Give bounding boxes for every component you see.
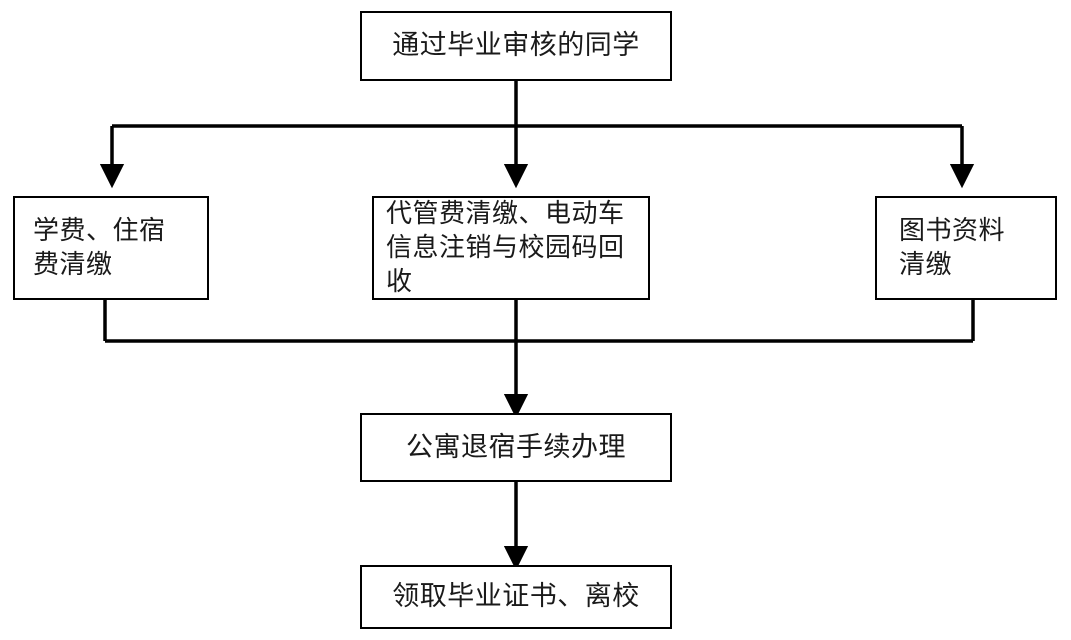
- node-library-materials-settlement[interactable]: 图书资料 清缴: [875, 196, 1057, 300]
- node-label: 代管费清缴、电动车 信息注销与校园码回 收: [386, 198, 625, 296]
- connector-split-bus: [99, 81, 975, 189]
- node-label: 通过毕业审核的同学: [392, 30, 640, 61]
- node-dormitory-checkout[interactable]: 公寓退宿手续办理: [360, 413, 672, 482]
- node-custody-fee-ebike-campus-code[interactable]: 代管费清缴、电动车 信息注销与校园码回 收: [372, 196, 650, 300]
- node-collect-diploma-and-leave[interactable]: 领取毕业证书、离校: [360, 565, 672, 629]
- node-label: 学费、住宿 费清缴: [33, 215, 166, 279]
- node-tuition-and-dorm-fee-settlement[interactable]: 学费、住宿 费清缴: [13, 196, 209, 300]
- node-label: 图书资料 清缴: [899, 215, 1006, 279]
- connector-merge-bus: [103, 300, 975, 419]
- node-label: 领取毕业证书、离校: [392, 581, 640, 612]
- node-label: 公寓退宿手续办理: [406, 431, 626, 462]
- node-graduation-review-passed[interactable]: 通过毕业审核的同学: [360, 11, 672, 81]
